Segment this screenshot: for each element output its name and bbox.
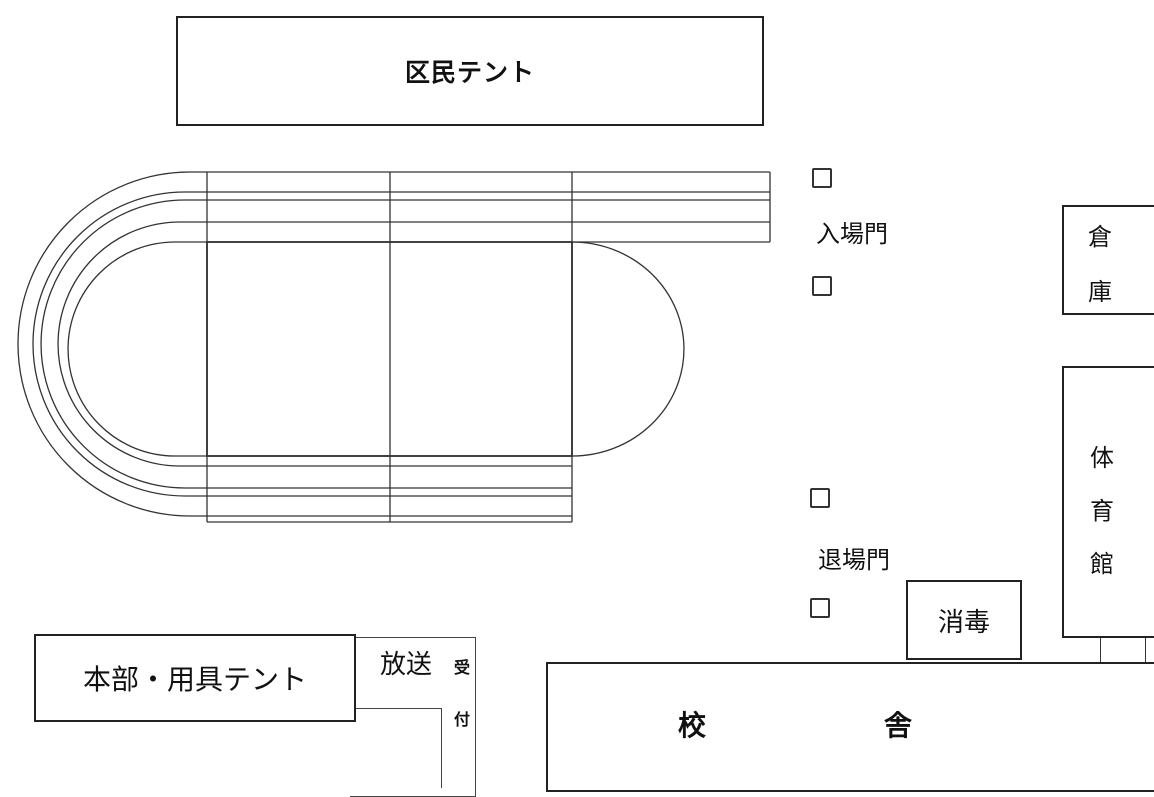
resident-tent-label: 区民テント	[404, 59, 535, 87]
gymnasium-label-2: 育	[1090, 499, 1114, 525]
gymnasium: 体 育 館	[1062, 366, 1154, 638]
warehouse-label-2: 庫	[1088, 280, 1112, 306]
school-label-2: 舎	[884, 711, 913, 742]
gymnasium-label-1: 体	[1090, 446, 1114, 472]
warehouse-label-1: 倉	[1088, 225, 1112, 251]
entrance-gate-post-bottom	[812, 276, 832, 296]
gym-connector	[1100, 638, 1146, 664]
entrance-gate-post-top	[812, 168, 832, 188]
resident-tent: 区民テント	[176, 16, 764, 126]
infield-arc-right	[571, 241, 685, 457]
track-lane-2	[32, 191, 770, 497]
hq-tent-label: 本部・用具テント	[82, 665, 307, 696]
broadcast-label: 放送	[380, 650, 433, 679]
running-track	[17, 171, 771, 523]
track-lane-outer	[17, 171, 770, 517]
exit-gate-label: 退場門	[818, 548, 890, 574]
disinfection-label: 消毒	[937, 607, 990, 637]
hq-equipment-tent: 本部・用具テント	[34, 634, 356, 722]
school-label-1: 校	[678, 711, 707, 742]
exit-gate-post-top	[810, 488, 830, 508]
entrance-gate-label: 入場門	[816, 222, 888, 248]
exit-gate-post-bottom	[810, 598, 830, 618]
track-lane-4	[57, 221, 770, 467]
gymnasium-label-3: 館	[1090, 552, 1114, 578]
reception-label-2: 付	[454, 712, 471, 729]
school-building: 校 舎	[546, 662, 1154, 792]
track-lane-3	[40, 199, 770, 489]
broadcast-inner-step	[350, 708, 442, 788]
track-lane-inner	[67, 241, 770, 457]
warehouse: 倉 庫	[1062, 205, 1154, 315]
reception-label-1: 受	[454, 660, 471, 677]
disinfection-station: 消毒	[906, 580, 1022, 660]
reception-label: 受 付	[454, 654, 470, 730]
